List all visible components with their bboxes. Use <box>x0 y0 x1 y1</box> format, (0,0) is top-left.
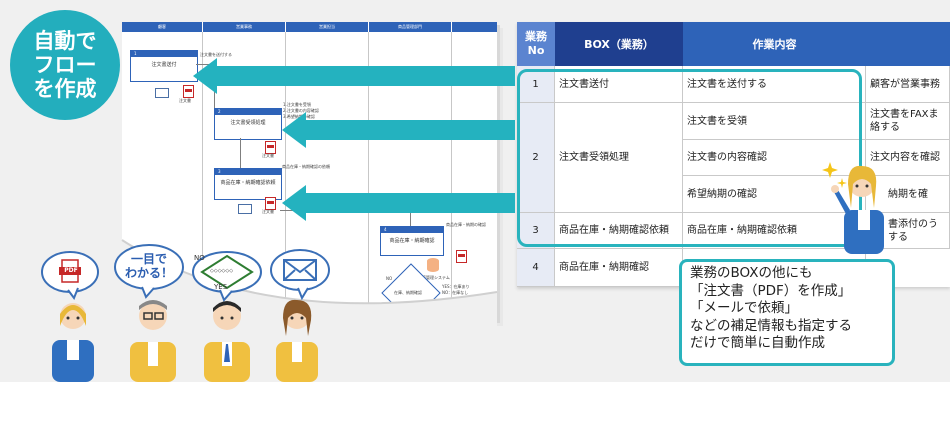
flow-note: 2.注文書の内容確認 <box>283 108 319 113</box>
bubble-text-line: 一目で <box>130 252 167 266</box>
pdf-file-icon <box>456 250 467 263</box>
flow-box-4: 4 商品在庫・納期確認 <box>380 226 444 256</box>
pdf-file-icon <box>265 197 276 210</box>
pdf-file-icon <box>265 141 276 154</box>
lane-header-sales-rep: 営業担当 <box>286 22 368 32</box>
flow-note: 在庫管理システム <box>418 275 450 280</box>
badge-line: フロー <box>33 53 97 77</box>
table-cell-task: 注文書を送付する <box>683 66 866 103</box>
lane-divider <box>285 32 286 320</box>
flow-note: 注文書 <box>179 98 191 103</box>
table-cell-box: 注文書受領処理 <box>555 103 683 213</box>
flow-box-number: 2 <box>215 109 281 115</box>
flow-note: NO <box>386 276 393 281</box>
mail-speech-bubble <box>270 249 330 300</box>
lane-header-extra <box>452 22 497 32</box>
flow-connector <box>410 210 411 226</box>
badge-line: を作成 <box>33 77 97 101</box>
speech-bubble <box>114 244 184 299</box>
flow-note: 商品在庫・納期の確認 <box>446 222 486 227</box>
table-cell-task: 注文書の内容確認 <box>683 140 866 176</box>
flow-note: 1.注文書を受領 <box>283 102 311 107</box>
callout-line: 「注文書（PDF）を作成」 <box>690 282 852 299</box>
table-cell-box: 商品在庫・納期確認 <box>555 249 683 287</box>
bubble-text: 一目で わかる！ <box>122 252 176 280</box>
arrow-left-icon <box>282 112 515 148</box>
callout-line: などの補足情報も指定する <box>690 317 852 334</box>
table-cell-no: 3 <box>517 213 555 249</box>
diamond-speech-bubble <box>192 251 262 302</box>
flow-note: 商品在庫・納期確認の依頼 <box>282 164 330 169</box>
flow-connector <box>240 138 241 168</box>
pdf-icon-label: PDF <box>64 267 78 274</box>
diamond-yes-label: YES <box>214 283 228 291</box>
arrow-left-icon <box>193 58 515 94</box>
task-table: 業務 No BOX（業務） 作業内容 1 注文書送付 注文書を送付する 顧客が営… <box>517 22 950 287</box>
database-icon <box>427 258 439 272</box>
diamond-no-label: NO <box>194 254 205 262</box>
lane-header-sales-office: 営業事務 <box>203 22 285 32</box>
table-cell-extra: 注文書をFAXま 絡する <box>866 103 950 140</box>
flow-box-label: 商品在庫・納期確認 <box>389 238 435 244</box>
lane-divider <box>368 32 369 320</box>
flow-note: 注文書 <box>262 209 274 214</box>
flow-box-3: 3 商品在庫・納期確認依頼 <box>214 168 282 200</box>
auto-flow-badge: 自動で フロー を作成 <box>10 10 120 120</box>
badge-line: 自動で <box>33 29 97 53</box>
lane-divider <box>451 32 452 320</box>
lane-header-product-mgmt: 商品管理部門 <box>369 22 451 32</box>
flow-note: 注文書を送付する <box>200 52 232 57</box>
table-cell-no: 2 <box>517 103 555 213</box>
table-cell-box: 商品在庫・納期確認依頼 <box>555 213 683 249</box>
bubble-text-line: わかる！ <box>124 266 173 280</box>
pdf-speech-bubble <box>41 251 99 300</box>
lane-divider <box>202 32 203 320</box>
table-cell-task: 注文書を受領 <box>683 103 866 140</box>
mail-icon <box>238 204 252 214</box>
info-callout: 業務のBOXの他にも 「注文書（PDF）を作成」 「メールで依頼」 などの補足情… <box>679 259 895 366</box>
table-header-no: 業務 No <box>517 22 555 66</box>
table-cell-box: 注文書送付 <box>555 66 683 103</box>
flow-box-label: 注文書受領処理 <box>230 120 266 126</box>
callout-line: 業務のBOXの他にも <box>690 265 813 281</box>
lane-header-customer: 顧客 <box>122 22 202 32</box>
flow-box-number: 3 <box>215 169 281 175</box>
flow-note: NO：在庫なし <box>442 290 469 295</box>
diamond-text: ◇◇◇◇◇◇ <box>210 268 234 274</box>
flow-note: 注文書 <box>262 153 274 158</box>
decision-label: 在庫、納期確認 <box>394 290 422 295</box>
table-cell-no: 4 <box>517 249 555 287</box>
presenter-illustration <box>822 162 884 254</box>
flow-box-label: 商品在庫・納期確認依頼 <box>220 180 276 186</box>
people-illustration <box>52 299 318 382</box>
flow-box-label: 注文書送付 <box>151 62 177 68</box>
flow-box-number: 1 <box>131 51 197 57</box>
flow-note: YES：在庫あり <box>442 284 470 289</box>
highlight-frame <box>517 69 862 247</box>
table-cell-extra: 顧客が営業事務 <box>866 66 950 103</box>
arrow-left-icon <box>282 185 515 221</box>
callout-line: だけで簡単に自動作成 <box>690 335 825 351</box>
table-header-task: 作業内容 <box>683 22 866 66</box>
mail-icon <box>155 88 169 98</box>
flow-box-number: 4 <box>381 227 443 233</box>
flow-box-2: 2 注文書受領処理 <box>214 108 282 140</box>
table-header-extra <box>866 22 950 66</box>
table-header-box: BOX（業務） <box>555 22 683 66</box>
callout-line: 「メールで依頼」 <box>690 300 798 316</box>
